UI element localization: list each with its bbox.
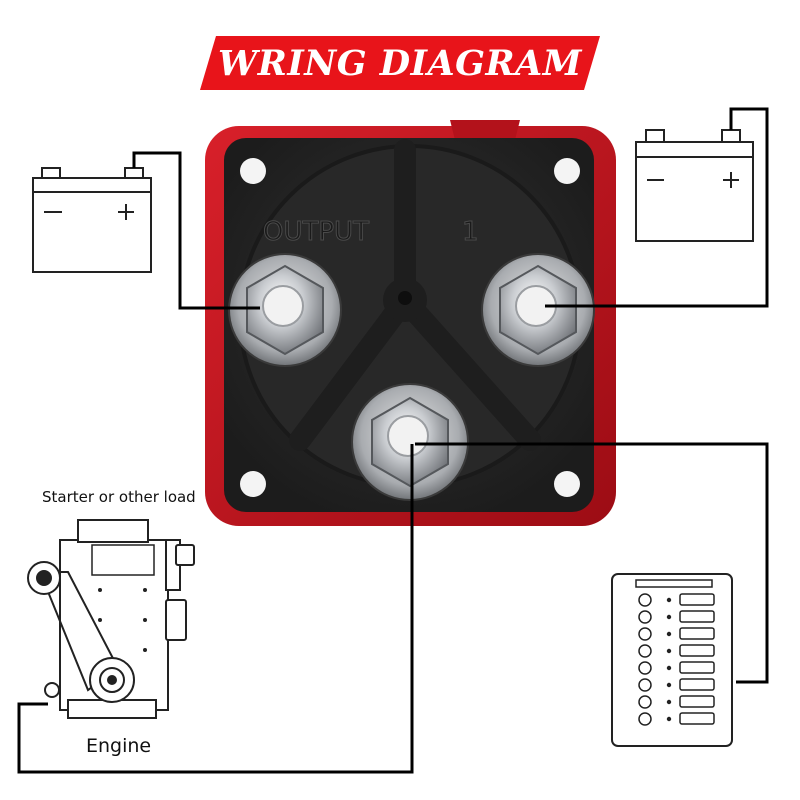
- common-terminal: [351, 383, 469, 501]
- mount-hole: [240, 471, 266, 497]
- wire: [17, 107, 769, 774]
- battery-icon: [635, 129, 754, 242]
- fuse-panel-icon: [611, 573, 733, 747]
- mount-hole: [240, 158, 266, 184]
- engine-label: Engine: [86, 735, 152, 757]
- mount-hole: [554, 471, 580, 497]
- battery-switch-icon: OUTPUT 1: [205, 120, 616, 526]
- title: WRING DIAGRAM: [217, 42, 583, 84]
- rib-hub-hole: [398, 291, 412, 305]
- mount-hole: [554, 158, 580, 184]
- switch-red-knob-top: [450, 120, 520, 140]
- output-label: OUTPUT: [263, 217, 369, 247]
- starter-label: Starter or other load: [42, 488, 196, 506]
- divider-rib: [289, 289, 416, 451]
- divider-rib: [394, 289, 541, 451]
- title-banner: [200, 36, 600, 90]
- input-terminal-1: [481, 253, 595, 367]
- engine-icon: [27, 519, 195, 719]
- position-label: 1: [462, 217, 479, 247]
- output-terminal: [228, 253, 342, 367]
- battery-icon: [32, 167, 152, 273]
